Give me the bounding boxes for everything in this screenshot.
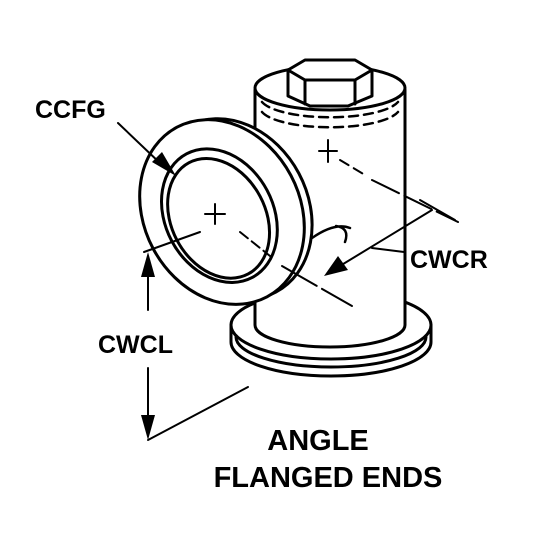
ccfg-arrow: [152, 152, 176, 176]
title-line-1: ANGLE: [267, 425, 369, 457]
ccfg-leader: [117, 122, 163, 166]
hex-cap: [286, 58, 374, 108]
cwcl-label: CWCL: [98, 331, 173, 359]
cwcr-label: CWCR: [410, 246, 488, 274]
cwcr-arrow: [324, 256, 348, 276]
flange-center-mark: [204, 203, 226, 225]
arrowheads: [141, 152, 348, 440]
title-line-2: FLANGED ENDS: [214, 462, 443, 494]
cwcl-bottom-arrow: [141, 415, 155, 440]
cwcl-top-arrow: [141, 252, 155, 277]
ccfg-label: CCFG: [35, 96, 106, 124]
side-flange: [138, 117, 314, 306]
branch-neck: [310, 224, 352, 244]
